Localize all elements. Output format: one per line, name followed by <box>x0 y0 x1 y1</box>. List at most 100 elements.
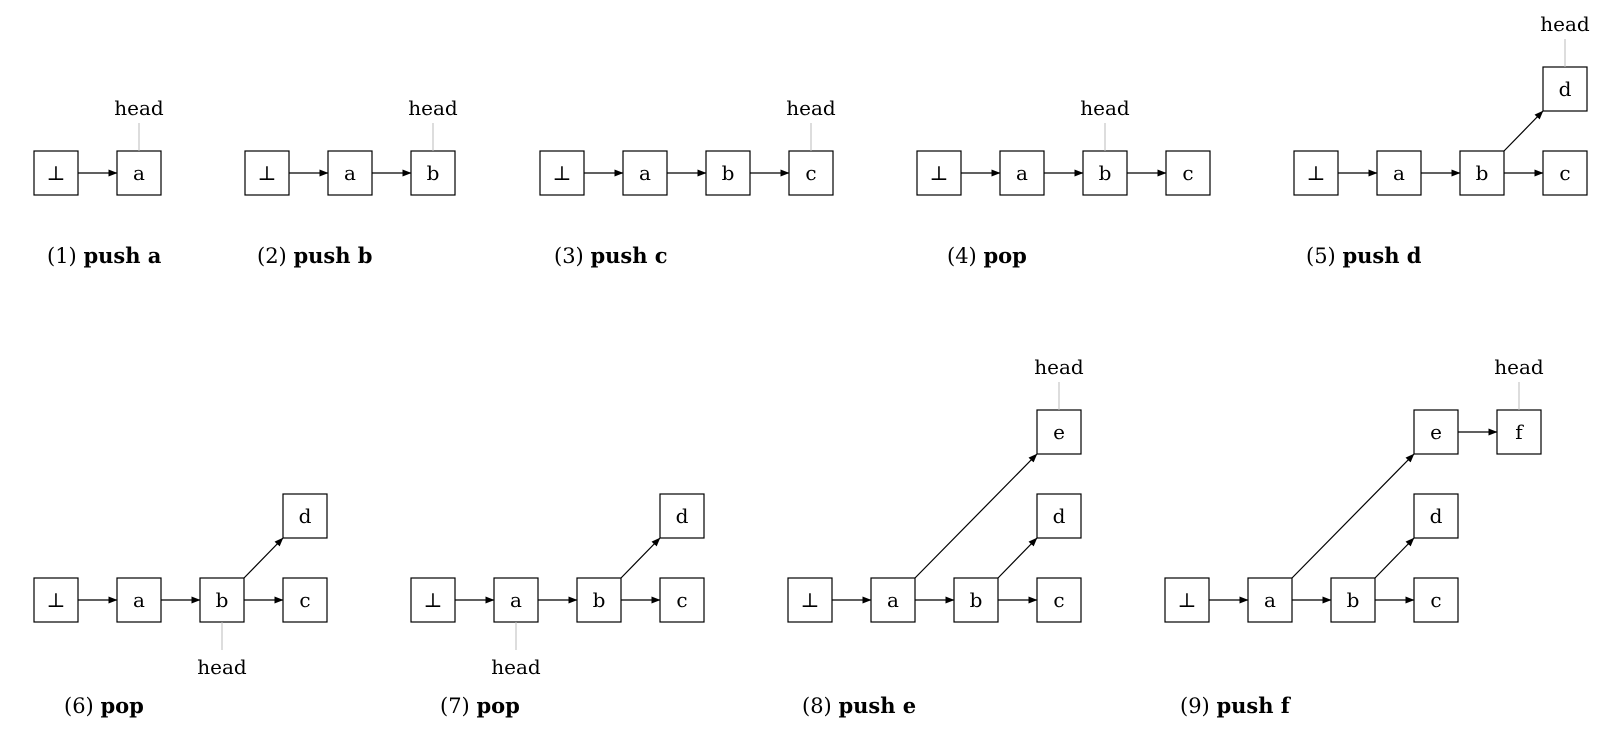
node-label: a <box>344 161 356 185</box>
node-label: c <box>1559 161 1570 185</box>
step-number: (2) <box>257 244 287 268</box>
node-a: a <box>116 577 162 623</box>
head-label: head <box>114 96 164 120</box>
node-c: c <box>788 150 834 196</box>
step-number: (7) <box>440 694 470 718</box>
step-1-panel: ⊥ a head (1) push a <box>33 96 164 268</box>
node-b: b <box>576 577 622 623</box>
node-label: b <box>593 588 606 612</box>
node-label: c <box>1053 588 1064 612</box>
node-box <box>659 493 705 539</box>
step-operation: push f <box>1216 693 1291 718</box>
node-c: c <box>659 577 705 623</box>
node-label: ⊥ <box>47 161 66 185</box>
node-label: ⊥ <box>930 161 949 185</box>
node-box <box>33 577 79 623</box>
node-e: e <box>1036 409 1082 455</box>
head-label: head <box>491 655 541 679</box>
node-label: b <box>1099 161 1112 185</box>
node-box <box>1496 409 1542 455</box>
step-caption: (1) push a <box>47 243 162 268</box>
node-b: b <box>1330 577 1376 623</box>
node-box <box>788 150 834 196</box>
node-label: ⊥ <box>801 588 820 612</box>
node-label: ⊥ <box>553 161 572 185</box>
node-label: e <box>1430 420 1442 444</box>
node-box <box>410 577 456 623</box>
node-label: f <box>1515 420 1524 444</box>
node-label: d <box>1559 77 1572 101</box>
step-4-panel: ⊥ a b c head (4) pop <box>916 96 1211 268</box>
step-operation: push d <box>1342 243 1421 268</box>
node-e: e <box>1413 409 1459 455</box>
node-label: a <box>133 161 145 185</box>
node-box <box>116 150 162 196</box>
node-a: a <box>1247 577 1293 623</box>
node-label: b <box>722 161 735 185</box>
node-label: c <box>299 588 310 612</box>
step-operation: push b <box>293 243 372 268</box>
node-label: c <box>1430 588 1441 612</box>
node-c: c <box>1165 150 1211 196</box>
node-label: e <box>1053 420 1065 444</box>
node-label: a <box>133 588 145 612</box>
node-n1: ⊥ <box>33 577 79 623</box>
head-label: head <box>786 96 836 120</box>
node-box <box>327 150 373 196</box>
edge-b-d <box>1374 537 1415 579</box>
node-box <box>1293 150 1339 196</box>
node-b: b <box>1082 150 1128 196</box>
node-box <box>953 577 999 623</box>
node-box <box>1330 577 1376 623</box>
step-number: (6) <box>64 694 94 718</box>
node-box <box>1413 577 1459 623</box>
step-operation: pop <box>983 243 1026 268</box>
node-box <box>282 577 328 623</box>
node-b: b <box>1459 150 1505 196</box>
step-number: (4) <box>947 244 977 268</box>
node-box <box>1165 150 1211 196</box>
node-label: a <box>510 588 522 612</box>
node-label: a <box>1016 161 1028 185</box>
edge-a-e <box>1291 453 1415 579</box>
node-label: b <box>970 588 983 612</box>
node-b: b <box>199 577 245 623</box>
node-box <box>1247 577 1293 623</box>
step-number: (8) <box>802 694 832 718</box>
head-label: head <box>1080 96 1130 120</box>
node-label: ⊥ <box>47 588 66 612</box>
node-a: a <box>327 150 373 196</box>
step-operation: push a <box>83 243 161 268</box>
node-a: a <box>622 150 668 196</box>
node-label: d <box>299 504 312 528</box>
node-a: a <box>493 577 539 623</box>
node-label: c <box>676 588 687 612</box>
node-label: ⊥ <box>1178 588 1197 612</box>
node-f: f <box>1496 409 1542 455</box>
node-box <box>1082 150 1128 196</box>
node-label: c <box>805 161 816 185</box>
node-label: b <box>216 588 229 612</box>
step-operation: push c <box>590 243 667 268</box>
step-caption: (8) push e <box>802 693 916 718</box>
node-b: b <box>410 150 456 196</box>
node-box <box>1036 577 1082 623</box>
edge-b-d <box>997 537 1038 579</box>
step-number: (1) <box>47 244 77 268</box>
node-label: ⊥ <box>1307 161 1326 185</box>
node-box <box>1413 409 1459 455</box>
node-box <box>1459 150 1505 196</box>
node-box <box>916 150 962 196</box>
head-label: head <box>197 655 247 679</box>
node-label: a <box>887 588 899 612</box>
step-caption: (9) push f <box>1180 693 1292 718</box>
node-c: c <box>1542 150 1588 196</box>
head-label: head <box>1540 12 1590 36</box>
edge-a-e <box>914 453 1038 579</box>
head-label: head <box>1494 355 1544 379</box>
